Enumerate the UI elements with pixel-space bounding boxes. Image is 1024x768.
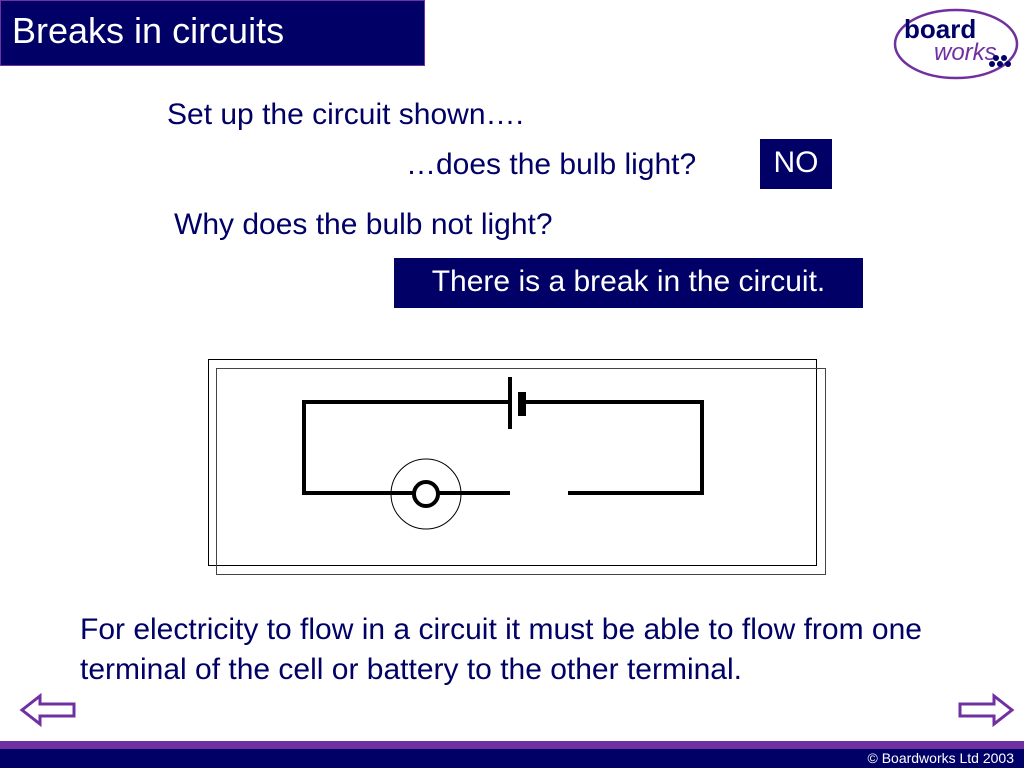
question-bulb-light: …does the bulb light? [406, 148, 697, 181]
prev-slide-button[interactable] [18, 690, 78, 730]
footer-accent-line [0, 741, 1024, 749]
slide-title: Breaks in circuits [0, 0, 425, 66]
diagram-frame-front [216, 368, 826, 575]
footer-bar: © Boardworks Ltd 2003 [0, 749, 1024, 768]
logo-text-top: board [904, 14, 976, 44]
bulb-icon [412, 480, 440, 508]
left-arrow-icon [19, 692, 76, 728]
boardworks-logo: board works [893, 8, 1019, 80]
question-setup: Set up the circuit shown…. [167, 98, 524, 131]
copyright-text: © Boardworks Ltd 2003 [867, 750, 1014, 766]
explanation-text: For electricity to flow in a circuit it … [80, 613, 922, 686]
question-why: Why does the bulb not light? [174, 208, 553, 241]
answer-break-box[interactable]: There is a break in the circuit. [394, 258, 863, 308]
diagram-frame-back [208, 359, 817, 566]
logo-text-bottom: works [934, 39, 997, 66]
slide-title-text: Breaks in circuits [12, 10, 285, 51]
right-arrow-icon [958, 692, 1015, 728]
circuit-diagram [208, 359, 826, 575]
next-slide-button[interactable] [956, 690, 1016, 730]
answer-no-box[interactable]: NO [760, 139, 832, 189]
